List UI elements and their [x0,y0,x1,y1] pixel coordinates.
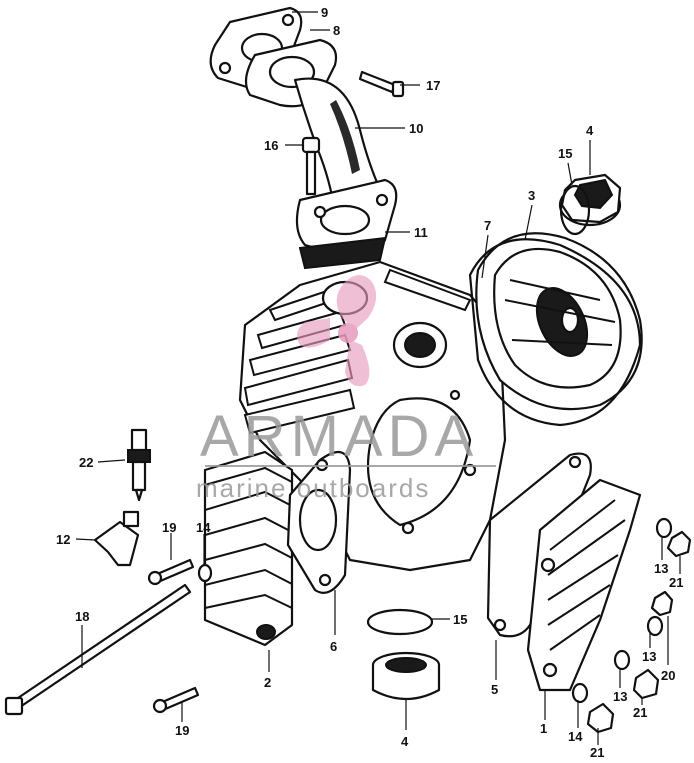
callout-18: 18 [75,609,89,624]
watermark-tagline: marine outboards [196,473,430,503]
callout-2: 2 [264,675,271,690]
bolt-19-lower [152,686,200,714]
callout-19-lower: 19 [175,723,189,738]
callout-21-c: 21 [590,745,604,760]
cap-top [558,173,622,236]
callout-16: 16 [264,138,278,153]
callout-9: 9 [321,5,328,20]
callout-14-right: 14 [568,729,583,744]
callout-13-b: 13 [642,649,656,664]
watermark-logo [296,275,377,387]
bolt-17 [358,70,405,98]
bolt-19-upper [147,558,195,586]
callout-10: 10 [409,121,423,136]
stud-rod [4,583,192,716]
callout-15-bottom: 15 [453,612,467,627]
callout-12: 12 [56,532,70,547]
callout-17: 17 [426,78,440,93]
callout-21-a: 21 [669,575,683,590]
side-cover-gasket [468,238,642,427]
callout-labels: 1 2 3 4 4 5 6 7 8 9 10 11 12 13 13 13 14… [56,5,683,760]
bolt-16 [301,136,321,196]
callout-5: 5 [491,682,498,697]
cylinder [203,450,294,647]
callout-1: 1 [540,721,547,736]
oring-and-cap-bottom [366,608,441,700]
watermark-brand: ARMADA [200,404,478,469]
leader-lines [75,11,681,745]
callout-3: 3 [528,188,535,203]
callout-20: 20 [661,668,675,683]
intake-manifold [209,6,398,270]
cylinder-gasket [286,450,352,594]
callout-15-top: 15 [558,146,572,161]
watermark: ARMADA marine outboards [196,275,496,503]
callout-7: 7 [484,218,491,233]
callout-21-b: 21 [633,705,647,720]
callout-11: 11 [414,225,428,240]
callout-13-a: 13 [654,561,668,576]
washers-and-nuts [571,517,692,734]
valve-cover [526,478,642,692]
washer-14-left [197,563,213,583]
callout-22: 22 [79,455,93,470]
callout-8: 8 [333,23,340,38]
callout-4-top: 4 [586,123,594,138]
callout-19-upper: 19 [162,520,176,535]
callout-14-left: 14 [196,520,211,535]
callout-13-c: 13 [613,689,627,704]
callout-6: 6 [330,639,337,654]
side-cover [475,232,643,411]
spark-plug [127,428,151,502]
spark-plug-cap [93,510,140,567]
callout-4-bottom: 4 [401,734,409,749]
